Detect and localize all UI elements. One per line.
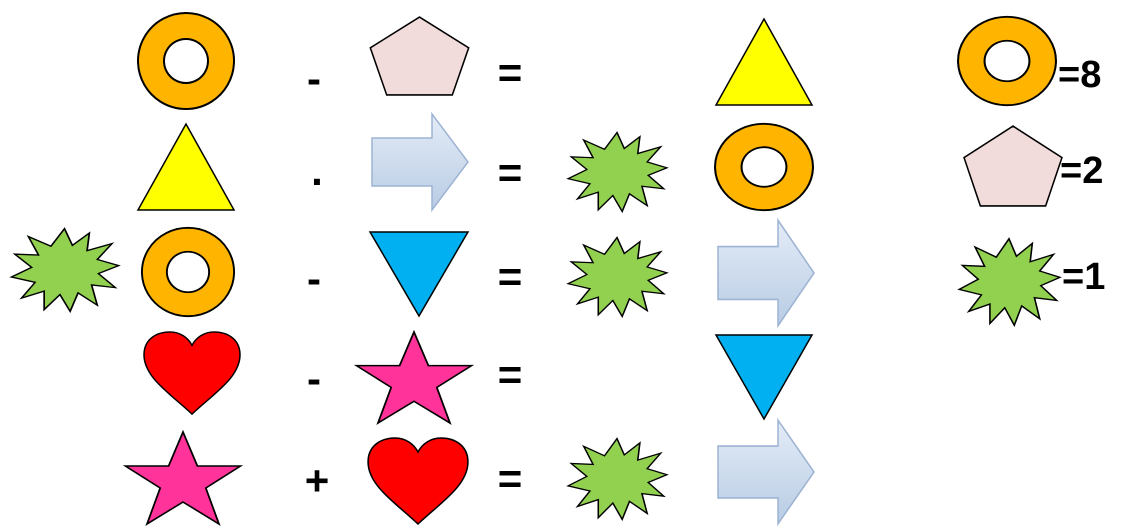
minus-operator: - xyxy=(307,355,321,402)
arrow-icon xyxy=(370,112,470,212)
equals-sign: = xyxy=(497,253,523,300)
starburst-icon xyxy=(565,436,669,522)
starburst-icon xyxy=(565,235,669,319)
plus-operator: + xyxy=(304,457,330,504)
minus-operator: - xyxy=(307,55,321,102)
heart-icon xyxy=(366,436,470,526)
star-icon xyxy=(354,330,474,425)
star-icon xyxy=(123,430,243,526)
legend-value: =2 xyxy=(1060,150,1104,192)
minus-operator: - xyxy=(307,255,321,302)
ring-icon xyxy=(713,122,815,212)
equals-sign: = xyxy=(497,455,523,502)
arrow-icon xyxy=(716,418,816,526)
inverted-triangle-icon xyxy=(368,230,470,318)
ring-icon xyxy=(136,11,236,111)
equals-sign: = xyxy=(497,49,523,96)
equals-sign: = xyxy=(497,149,523,196)
arrow-icon xyxy=(716,218,816,328)
starburst-icon xyxy=(956,236,1062,328)
legend-value: =8 xyxy=(1058,54,1102,96)
triangle-icon xyxy=(714,17,814,107)
ring-icon xyxy=(140,226,236,318)
ring-icon xyxy=(956,15,1058,107)
legend-value: =1 xyxy=(1062,256,1106,298)
heart-icon xyxy=(142,330,242,416)
starburst-icon xyxy=(565,130,669,214)
pentagon-icon xyxy=(962,124,1064,208)
multiply-operator: . xyxy=(311,147,323,194)
equals-sign: = xyxy=(497,351,523,398)
triangle-icon xyxy=(136,122,236,212)
inverted-triangle-icon xyxy=(714,333,814,421)
starburst-icon xyxy=(8,226,121,314)
pentagon-icon xyxy=(368,15,471,97)
